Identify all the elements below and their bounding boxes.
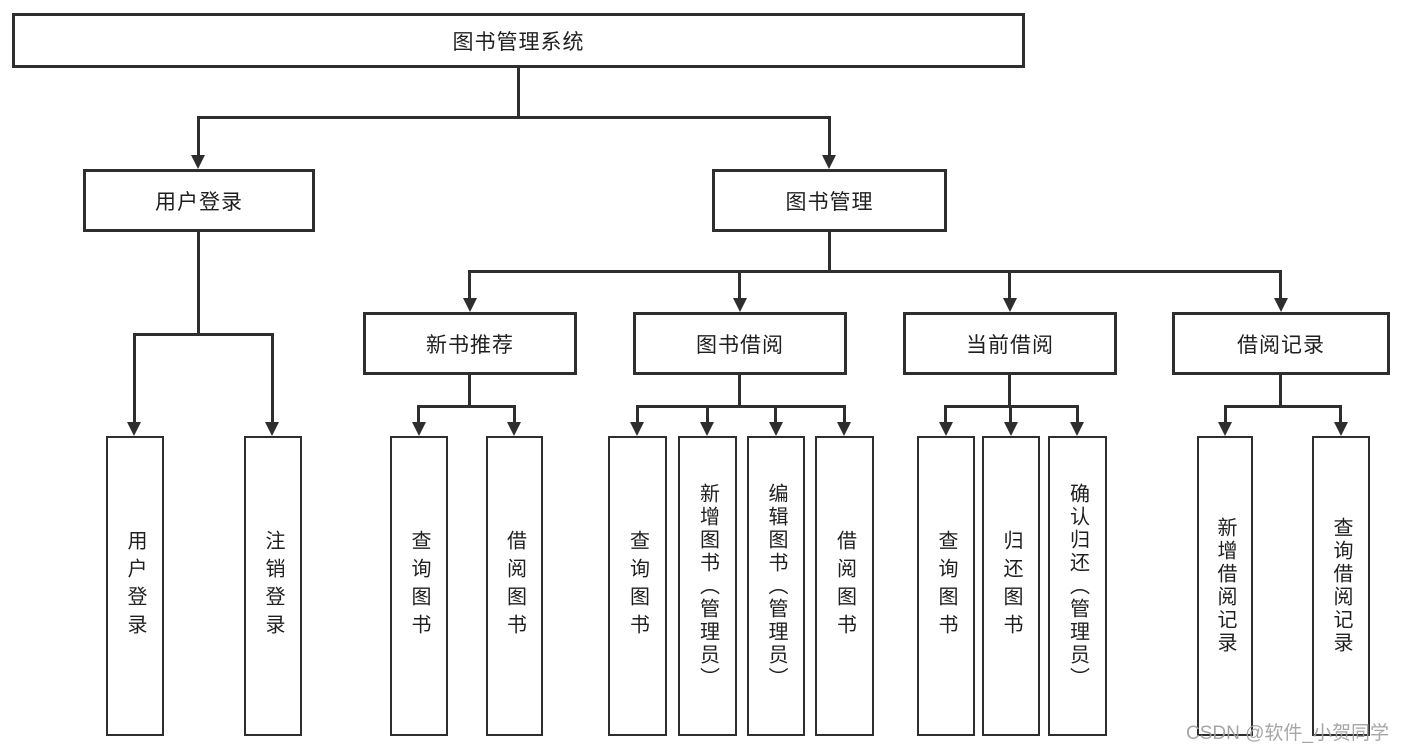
connector-g1-c1 [417, 405, 420, 422]
node-user-login-label: 用户登录 [155, 190, 243, 214]
connector-g3-c1 [944, 405, 947, 422]
connector-g4-stem [1279, 375, 1282, 406]
arrowhead-leaf-logout [265, 422, 279, 436]
connector-g1-rail [417, 405, 516, 408]
arrowhead-new-book [463, 298, 477, 312]
arrowhead-book-mgmt [822, 155, 836, 169]
csdn-watermark: CSDN @软件_小贺同学 [1186, 723, 1389, 744]
leaf-cb-query-book-label: 查询图书 [935, 530, 957, 642]
node-root-label: 图书管理系统 [452, 30, 585, 54]
connector-g1-stem [468, 375, 471, 406]
connector-to-current [1008, 270, 1011, 298]
leaf-bb-borrow-book-label: 借阅图书 [833, 530, 856, 642]
leaf-cb-return-book: 归还图书 [982, 436, 1040, 736]
connector-to-leaf-login [133, 333, 136, 422]
arrowhead-record [1274, 298, 1288, 312]
node-book-borrow-label: 图书借阅 [696, 333, 784, 357]
leaf-user-login-label: 用户登录 [124, 530, 146, 642]
connector-g2-rail [636, 405, 845, 408]
connector-to-book-mgmt [828, 116, 831, 157]
leaf-bb-query-book: 查询图书 [608, 436, 667, 736]
connector-user-login-stem [197, 232, 200, 336]
node-borrow-record-label: 借阅记录 [1237, 333, 1325, 357]
arrowhead-g1-c1 [412, 422, 426, 436]
leaf-br-add-record-label: 新增借阅记录 [1214, 517, 1236, 655]
connector-g2-stem [738, 375, 741, 406]
arrowhead-g3-c3 [1070, 422, 1084, 436]
connector-g2-c1 [636, 405, 639, 422]
leaf-bb-add-book-admin-label: 新增图书（管理员） [696, 482, 719, 690]
connector-g4-c1 [1224, 405, 1227, 422]
connector-g4-rail [1224, 405, 1342, 408]
leaf-bb-query-book-label: 查询图书 [626, 530, 649, 642]
node-root: 图书管理系统 [12, 13, 1025, 68]
leaf-bb-borrow-book: 借阅图书 [815, 436, 874, 736]
leaf-nbr-borrow-book: 借阅图书 [486, 436, 543, 736]
arrowhead-g2-c3 [769, 422, 783, 436]
connector-g2-c2 [706, 405, 709, 422]
leaf-nbr-borrow-book-label: 借阅图书 [503, 530, 526, 642]
node-current-borrow-label: 当前借阅 [966, 333, 1054, 357]
connector-g1-c2 [513, 405, 516, 422]
arrowhead-g2-c1 [630, 422, 644, 436]
arrowhead-leaf-login [127, 422, 141, 436]
connector-to-borrow [738, 270, 741, 298]
connector-root-stem [517, 68, 520, 117]
arrowhead-current [1003, 298, 1017, 312]
leaf-cb-return-book-label: 归还图书 [1000, 530, 1022, 642]
leaf-logout: 注销登录 [244, 436, 302, 736]
leaf-cb-confirm-return-admin-label: 确认归还（管理员） [1066, 482, 1089, 690]
leaf-cb-query-book: 查询图书 [917, 436, 975, 736]
connector-g2-c3 [774, 405, 777, 422]
arrowhead-g2-c4 [837, 422, 851, 436]
connector-g3-stem [1008, 375, 1011, 406]
arrowhead-g3-c2 [1004, 422, 1018, 436]
node-new-book-rec: 新书推荐 [363, 312, 577, 375]
leaf-logout-label: 注销登录 [262, 530, 284, 642]
node-book-mgmt-label: 图书管理 [785, 190, 874, 214]
arrowhead-g1-c2 [507, 422, 521, 436]
node-current-borrow: 当前借阅 [903, 312, 1117, 375]
connector-g2-c4 [843, 405, 846, 422]
node-user-login: 用户登录 [83, 169, 315, 232]
arrowhead-g4-c2 [1334, 422, 1348, 436]
node-book-borrow: 图书借阅 [633, 312, 847, 375]
leaf-br-add-record: 新增借阅记录 [1197, 436, 1253, 736]
connector-to-new-book [468, 270, 471, 298]
leaf-nbr-query-book: 查询图书 [390, 436, 448, 736]
leaf-cb-confirm-return-admin: 确认归还（管理员） [1048, 436, 1107, 736]
connector-user-login-rail [133, 333, 274, 336]
leaf-user-login: 用户登录 [106, 436, 164, 736]
connector-book-mgmt-stem [828, 232, 831, 272]
connector-g3-c2 [1009, 405, 1012, 422]
arrowhead-borrow [733, 298, 747, 312]
arrowhead-g3-c1 [939, 422, 953, 436]
leaf-bb-edit-book-admin-label: 编辑图书（管理员） [765, 482, 787, 690]
leaf-bb-edit-book-admin: 编辑图书（管理员） [747, 436, 805, 736]
leaf-br-query-record: 查询借阅记录 [1312, 436, 1370, 736]
leaf-nbr-query-book-label: 查询图书 [408, 530, 430, 642]
connector-level2-rail [197, 116, 831, 119]
node-new-book-rec-label: 新书推荐 [426, 333, 514, 357]
connector-g4-c2 [1339, 405, 1342, 422]
connector-to-leaf-logout [271, 333, 274, 422]
arrowhead-user-login [191, 155, 205, 169]
leaf-br-query-record-label: 查询借阅记录 [1330, 517, 1352, 655]
connector-g3-c3 [1076, 405, 1079, 422]
connector-level3-rail [468, 270, 1282, 273]
connector-to-record [1279, 270, 1282, 298]
arrowhead-g4-c1 [1218, 422, 1232, 436]
connector-to-user-login [197, 116, 200, 157]
node-borrow-record: 借阅记录 [1172, 312, 1390, 375]
arrowhead-g2-c2 [700, 422, 714, 436]
leaf-bb-add-book-admin: 新增图书（管理员） [678, 436, 737, 736]
node-book-mgmt: 图书管理 [712, 169, 947, 232]
